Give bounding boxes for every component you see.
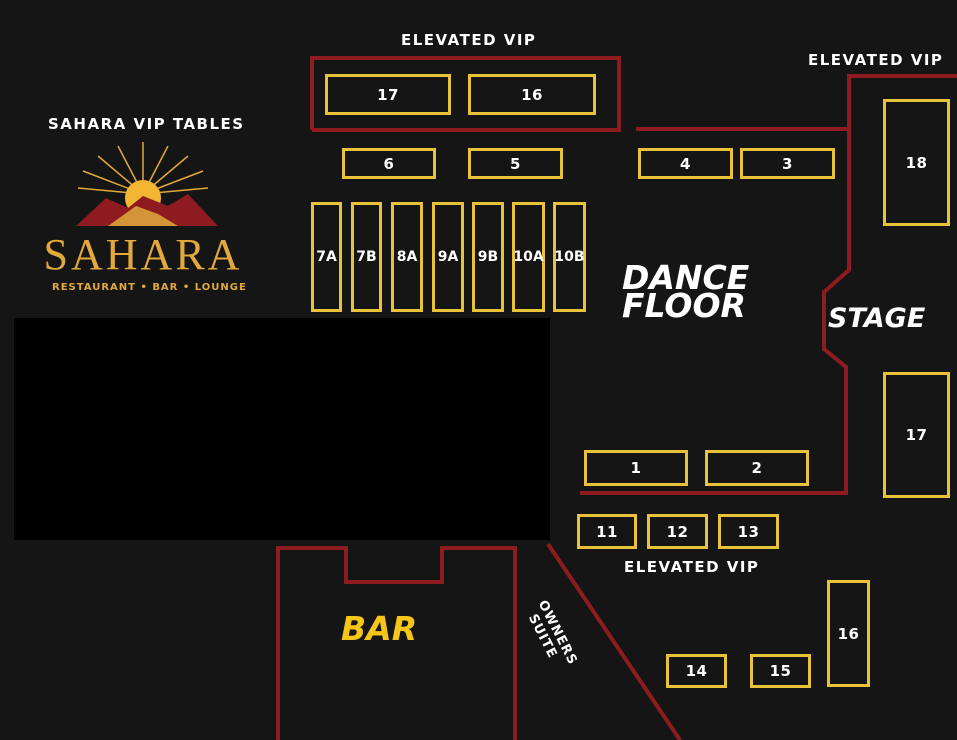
table-9a[interactable]: 9A (432, 202, 464, 312)
table-9b[interactable]: 9B (472, 202, 504, 312)
owners-suite-wall (546, 542, 682, 740)
table-14[interactable]: 14 (666, 654, 727, 688)
table-8a[interactable]: 8A (391, 202, 423, 312)
table-10a[interactable]: 10A (512, 202, 545, 312)
redacted-area (14, 318, 550, 540)
bar-outline (276, 546, 517, 740)
dance-floor-label-line1: DANCE (622, 258, 750, 297)
elevated-vip-bottom-label: ELEVATED VIP (624, 558, 760, 576)
table-7b[interactable]: 7B (351, 202, 382, 312)
logo-wordmark: SAHARA (44, 230, 243, 279)
table-13[interactable]: 13 (718, 514, 779, 549)
sun-mountain-icon: SAHARA (44, 142, 243, 279)
table-20[interactable]: 17 (325, 74, 451, 115)
elevated-vip-top-label: ELEVATED VIP (401, 31, 537, 49)
elevated-vip-right-label: ELEVATED VIP (808, 51, 944, 69)
table-17[interactable]: 17 (883, 372, 950, 498)
page-title: SAHARA VIP TABLES (48, 115, 245, 133)
table-5[interactable]: 5 (468, 148, 563, 179)
sahara-logo: SAHARA RESTAURANT • BAR • LOUNGE (18, 136, 268, 301)
table-1[interactable]: 1 (584, 450, 688, 486)
table-16[interactable]: 16 (827, 580, 870, 687)
right-stage-wall (636, 74, 957, 131)
logo-tagline: RESTAURANT • BAR • LOUNGE (52, 282, 247, 293)
bar-label: BAR (341, 609, 418, 648)
table-3[interactable]: 3 (740, 148, 835, 179)
table-7a[interactable]: 7A (311, 202, 342, 312)
table-19[interactable]: 16 (468, 74, 596, 115)
elevated-vip-top-wall (310, 56, 621, 132)
table-11[interactable]: 11 (577, 514, 637, 549)
dance-floor-label-line2: FLOOR (622, 286, 746, 325)
table-2[interactable]: 2 (705, 450, 809, 486)
table-6[interactable]: 6 (342, 148, 436, 179)
stage-left-wall (580, 129, 851, 495)
table-12[interactable]: 12 (647, 514, 708, 549)
table-10b[interactable]: 10B (553, 202, 586, 312)
table-15[interactable]: 15 (750, 654, 811, 688)
table-18[interactable]: 18 (883, 99, 950, 226)
table-4[interactable]: 4 (638, 148, 733, 179)
stage-label: STAGE (828, 303, 926, 334)
